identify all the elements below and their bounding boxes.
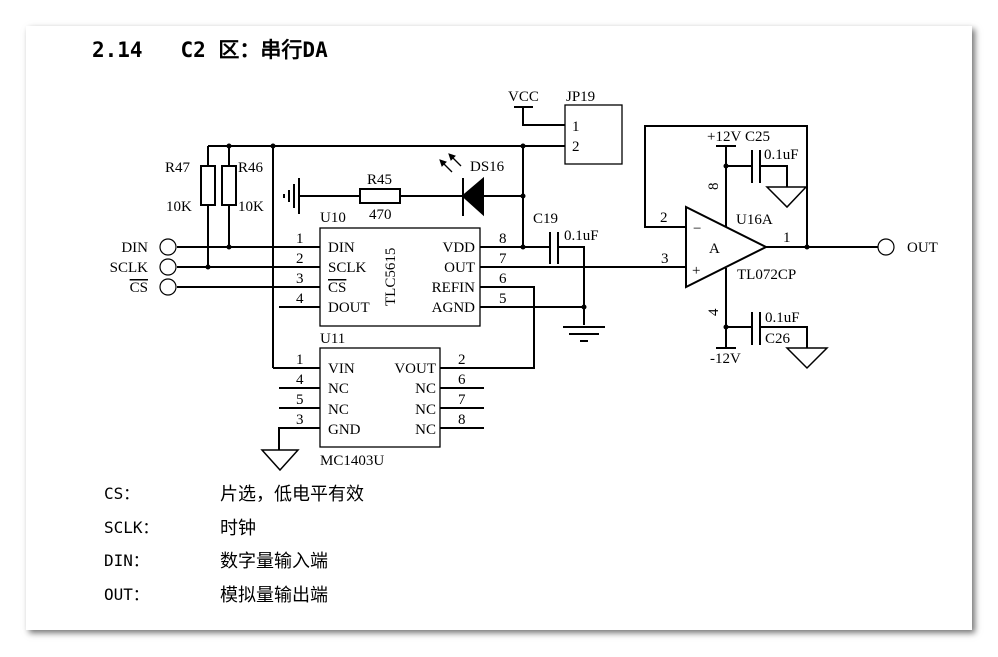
inverting-input-sign: −: [693, 221, 701, 237]
vcc-symbol: [514, 106, 565, 126]
r47-value: 10K: [166, 199, 192, 215]
svg-text:NC: NC: [328, 402, 349, 418]
svg-text:GND: GND: [328, 422, 361, 438]
r47-resistor: [200, 165, 216, 206]
out-connector: [877, 238, 895, 256]
ground-icon: [260, 449, 300, 472]
u16-unit: A: [709, 241, 720, 257]
ground-icon: [765, 186, 808, 209]
c19-label: C19: [533, 211, 558, 227]
u16-part: TL072CP: [737, 267, 796, 283]
ground-icon: [283, 178, 300, 214]
c25-capacitor: [726, 150, 788, 187]
c19-value: 0.1uF: [564, 228, 599, 244]
svg-text:4: 4: [296, 291, 304, 307]
svg-text:7: 7: [458, 392, 466, 408]
u11-part: MC1403U: [320, 453, 384, 469]
note-row: CS：片选，低电平有效: [104, 484, 364, 505]
svg-text:5: 5: [296, 392, 304, 408]
u10-tlc5615: [319, 227, 481, 327]
sclk-label: SCLK: [110, 260, 149, 276]
u16-ref: U16A: [736, 212, 773, 228]
c26-label: C26: [765, 331, 791, 347]
svg-text:VDD: VDD: [443, 240, 476, 256]
vcc-label: VCC: [508, 89, 539, 105]
svg-text:DOUT: DOUT: [328, 300, 370, 316]
r46-resistor: [221, 165, 237, 206]
r45-label: R45: [367, 172, 392, 188]
svg-text:NC: NC: [415, 402, 436, 418]
r45-resistor: [359, 188, 401, 204]
cs-label: CS: [130, 280, 148, 296]
svg-text:VOUT: VOUT: [394, 361, 436, 377]
svg-text:SCLK: SCLK: [328, 260, 367, 276]
neg-supply-label: -12V: [710, 351, 741, 367]
u10-ref: U10: [320, 210, 346, 226]
jp19-pin-label: 1: [572, 119, 580, 135]
svg-text:CS: CS: [328, 280, 346, 296]
svg-text:2: 2: [458, 352, 466, 368]
r46-label: R46: [238, 160, 264, 176]
svg-text:OUT: OUT: [444, 260, 475, 276]
svg-text:REFIN: REFIN: [432, 280, 476, 296]
u11-ref: U11: [320, 331, 345, 347]
pin-label: 1: [783, 230, 791, 246]
r47-label: R47: [165, 160, 191, 176]
svg-text:1: 1: [296, 352, 304, 368]
svg-text:5: 5: [499, 291, 507, 307]
pos-supply-label: +12V: [707, 129, 741, 145]
ground-icon: [563, 326, 605, 342]
c19-capacitor: [549, 232, 585, 325]
section-title: 2.14 C2 区：串行DA: [92, 38, 328, 62]
svg-text:1: 1: [296, 231, 304, 247]
jp19-pin-label: 2: [572, 139, 580, 155]
out-label: OUT: [907, 240, 938, 256]
c26-capacitor: [726, 312, 808, 348]
svg-text:2: 2: [296, 251, 304, 267]
svg-text:AGND: AGND: [432, 300, 475, 316]
svg-text:8: 8: [458, 412, 466, 428]
svg-text:6: 6: [458, 372, 466, 388]
svg-text:4: 4: [296, 372, 304, 388]
pin-label: 4: [706, 308, 722, 316]
pin-label: 2: [660, 210, 668, 226]
input-connectors: [159, 238, 320, 308]
svg-text:3: 3: [296, 412, 304, 428]
jp19-label: JP19: [566, 89, 595, 105]
c26-value: 0.1uF: [765, 310, 800, 326]
r45-value: 470: [369, 207, 392, 223]
u10-part: TLC5615: [383, 248, 399, 306]
note-row: SCLK：时钟: [104, 517, 256, 539]
ds16-label: DS16: [470, 159, 505, 175]
r46-value: 10K: [238, 199, 264, 215]
c25-label: C25: [745, 129, 770, 145]
svg-text:VIN: VIN: [328, 361, 355, 377]
note-row: DIN：数字量输入端: [104, 551, 328, 572]
svg-text:6: 6: [499, 271, 507, 287]
svg-text:7: 7: [499, 251, 507, 267]
jp19-header: [564, 104, 623, 165]
u11-mc1403: [319, 347, 441, 448]
svg-text:DIN: DIN: [328, 240, 355, 256]
signal-notes: CS：片选，低电平有效 SCLK：时钟 DIN：数字量输入端 OUT：模拟量输出…: [104, 480, 364, 614]
note-row: OUT：模拟量输出端: [104, 584, 328, 606]
ds16-led-icon: [439, 153, 523, 217]
svg-text:NC: NC: [415, 381, 436, 397]
c25-value: 0.1uF: [764, 147, 799, 163]
noninverting-input-sign: +: [692, 263, 700, 279]
pin-label: 8: [706, 183, 722, 191]
svg-text:8: 8: [499, 231, 507, 247]
svg-text:NC: NC: [328, 381, 349, 397]
svg-text:3: 3: [296, 271, 304, 287]
ground-icon: [785, 347, 829, 370]
pin-label: 3: [661, 251, 669, 267]
document-page: [26, 26, 972, 630]
svg-text:NC: NC: [415, 422, 436, 438]
din-label: DIN: [121, 240, 148, 256]
